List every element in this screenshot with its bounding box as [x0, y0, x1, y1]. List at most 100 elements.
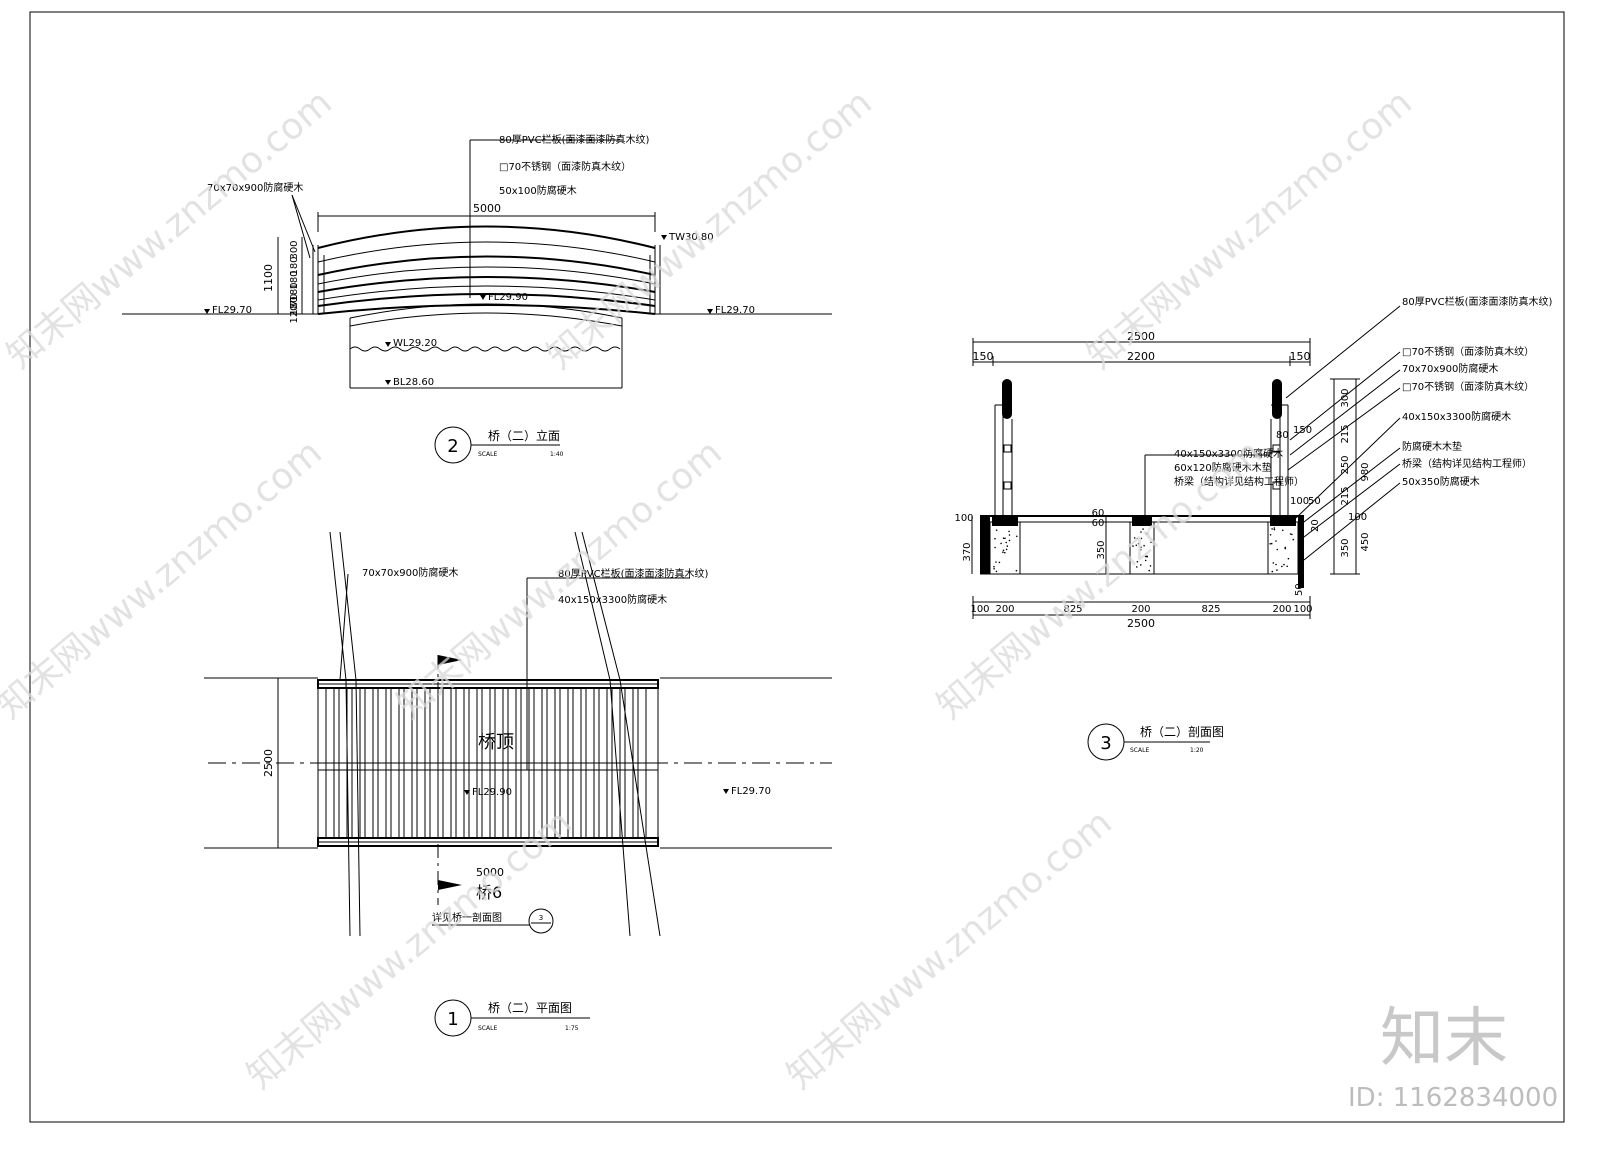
- section-right-vdim: 215: [1340, 424, 1351, 443]
- watermark-text: 知末网www.znzmo.com: [0, 432, 330, 727]
- elevation-fl-top: FL29.90: [488, 292, 528, 303]
- concrete-dot: [1137, 542, 1140, 545]
- plan-ref-badge: [528, 908, 554, 934]
- concrete-dot: [1150, 541, 1152, 544]
- section-right-vdim: 300: [1340, 388, 1351, 407]
- concrete-dot: [1140, 531, 1142, 533]
- section-right-note-1: 80厚PVC栏板(面漆面漆防真木纹): [1402, 295, 1552, 308]
- section-mid-note-3: 桥梁（结构详见结构工程师）: [1174, 475, 1304, 488]
- concrete-dot: [1140, 537, 1143, 540]
- concrete-dot: [1140, 546, 1142, 549]
- section-bottom-dim: 100: [1293, 604, 1312, 615]
- concrete-dot: [1271, 570, 1274, 573]
- elevation-total-height: 1100: [262, 264, 275, 292]
- elevation-post-note: 70x70x900防腐硬木: [207, 181, 303, 194]
- elevation-vdim: 120: [289, 304, 300, 323]
- section-mid-vdim: 350: [1096, 540, 1107, 559]
- concrete-dot: [1276, 548, 1279, 551]
- watermark-text: 知末网www.znzmo.com: [1079, 82, 1419, 377]
- concrete-dot: [1136, 537, 1139, 540]
- elevation-wl: WL29.20: [393, 338, 437, 349]
- concrete-dot: [1283, 563, 1285, 566]
- plan-fl-right: FL29.70: [731, 786, 771, 797]
- concrete-dot: [1289, 533, 1292, 535]
- concrete-dot: [1146, 533, 1148, 535]
- concrete-dot: [1275, 563, 1277, 566]
- watermark-text: 知末网www.znzmo.com: [779, 802, 1119, 1097]
- elevation-vdim: 300: [289, 240, 300, 259]
- plan-post-note: 70x70x900防腐硬木: [362, 566, 458, 579]
- section-right-note-6: 防腐硬木木垫: [1402, 440, 1462, 453]
- concrete-dot: [993, 568, 995, 570]
- concrete-dot: [1000, 542, 1002, 545]
- concrete-dot: [1284, 547, 1287, 550]
- concrete-dot: [1004, 551, 1006, 554]
- elevation-title: 桥（二）立面: [488, 428, 560, 443]
- elevation-view: 5000 80厚PVC栏板(面漆面漆防真木纹) □70不锈钢（面漆防真木纹） 5…: [122, 133, 832, 464]
- concrete-dot: [1133, 537, 1136, 539]
- concrete-dot: [1144, 559, 1147, 562]
- concrete-dot: [1275, 540, 1277, 542]
- concrete-dot: [1276, 569, 1278, 571]
- concrete-dot: [1287, 557, 1290, 560]
- concrete-dot: [1008, 534, 1011, 536]
- elevation-vdim: 180: [289, 296, 300, 315]
- concrete-dot: [993, 565, 995, 568]
- section-bottom-total: 2500: [1127, 617, 1155, 630]
- concrete-dot: [1273, 528, 1276, 531]
- section-right-note-2: □70不锈钢（面漆防真木纹）: [1402, 345, 1534, 358]
- section-scale: 1:20: [1190, 747, 1204, 754]
- concrete-dot: [995, 529, 998, 531]
- section-inner-dim: 50: [1294, 583, 1305, 596]
- concrete-dot: [1149, 565, 1152, 567]
- concrete-dot: [998, 561, 1001, 564]
- section-mid-note-2: 60x120防腐硬木木垫: [1174, 461, 1272, 474]
- concrete-dot: [1272, 562, 1275, 564]
- section-right-note-5: 40x150x3300防腐硬木: [1402, 410, 1511, 423]
- plan-note-2: 40x150x3300防腐硬木: [558, 593, 667, 606]
- plan-title-num: 1: [447, 1009, 458, 1030]
- watermark-text: 知末网www.znzmo.com: [0, 82, 340, 377]
- concrete-dot: [1148, 569, 1150, 572]
- section-right-note-7: 桥梁（结构详见结构工程师）: [1402, 457, 1532, 470]
- section-inner-dim: 100: [1290, 496, 1309, 507]
- elevation-title-num: 2: [447, 436, 458, 457]
- elevation-vdim: 70: [289, 294, 300, 307]
- plan-scale: 1:75: [565, 1025, 579, 1032]
- concrete-dot: [1140, 564, 1142, 566]
- concrete-dot: [1132, 545, 1134, 547]
- section-inner-dim: 80: [1276, 430, 1289, 441]
- concrete-dot: [1269, 543, 1271, 545]
- section-right-note-8: 50x350防腐硬木: [1402, 475, 1480, 488]
- concrete-dot: [1291, 533, 1293, 536]
- section-right-vdim: 100: [1348, 512, 1367, 523]
- section-right-note-4: □70不锈钢（面漆防真木纹）: [1402, 380, 1534, 393]
- concrete-dot: [1136, 560, 1139, 563]
- section-top-left: 150: [973, 350, 994, 363]
- concrete-dot: [1282, 529, 1284, 532]
- section-right-total-b: 450: [1360, 532, 1371, 551]
- elevation-tw-level: TW30.80: [668, 232, 714, 243]
- plan-cut-label: 桥6: [476, 883, 502, 902]
- concrete-dot: [1002, 537, 1005, 539]
- section-inner-dim: 20: [1310, 519, 1321, 532]
- concrete-dot: [1016, 535, 1018, 538]
- section-right-vdim: 350: [1340, 538, 1351, 557]
- section-top-mid: 2200: [1127, 350, 1155, 363]
- concrete-dot: [1143, 544, 1145, 547]
- concrete-dot: [1140, 549, 1142, 551]
- elevation-span-dim: 5000: [473, 202, 501, 215]
- concrete-dot: [1142, 528, 1144, 530]
- section-right-vdim: 215: [1340, 486, 1351, 505]
- elevation-vdim: 180: [289, 282, 300, 301]
- elevation-vdim: 180: [289, 270, 300, 289]
- concrete-dot: [1146, 555, 1148, 557]
- section-top-right: 150: [1290, 350, 1311, 363]
- section-right-note-3: 70x70x900防腐硬木: [1402, 362, 1498, 375]
- concrete-dot: [1006, 545, 1009, 547]
- concrete-dot: [1144, 555, 1147, 558]
- section-mid-vdim: 60: [1092, 508, 1105, 519]
- section-right-vdim: 250: [1340, 455, 1351, 474]
- plan-view: 2500 70x70x900防腐硬木 80厚PVC栏板(面漆面漆防真木纹) 40…: [204, 531, 832, 1037]
- watermark-id: ID: 1162834000: [1348, 1083, 1558, 1113]
